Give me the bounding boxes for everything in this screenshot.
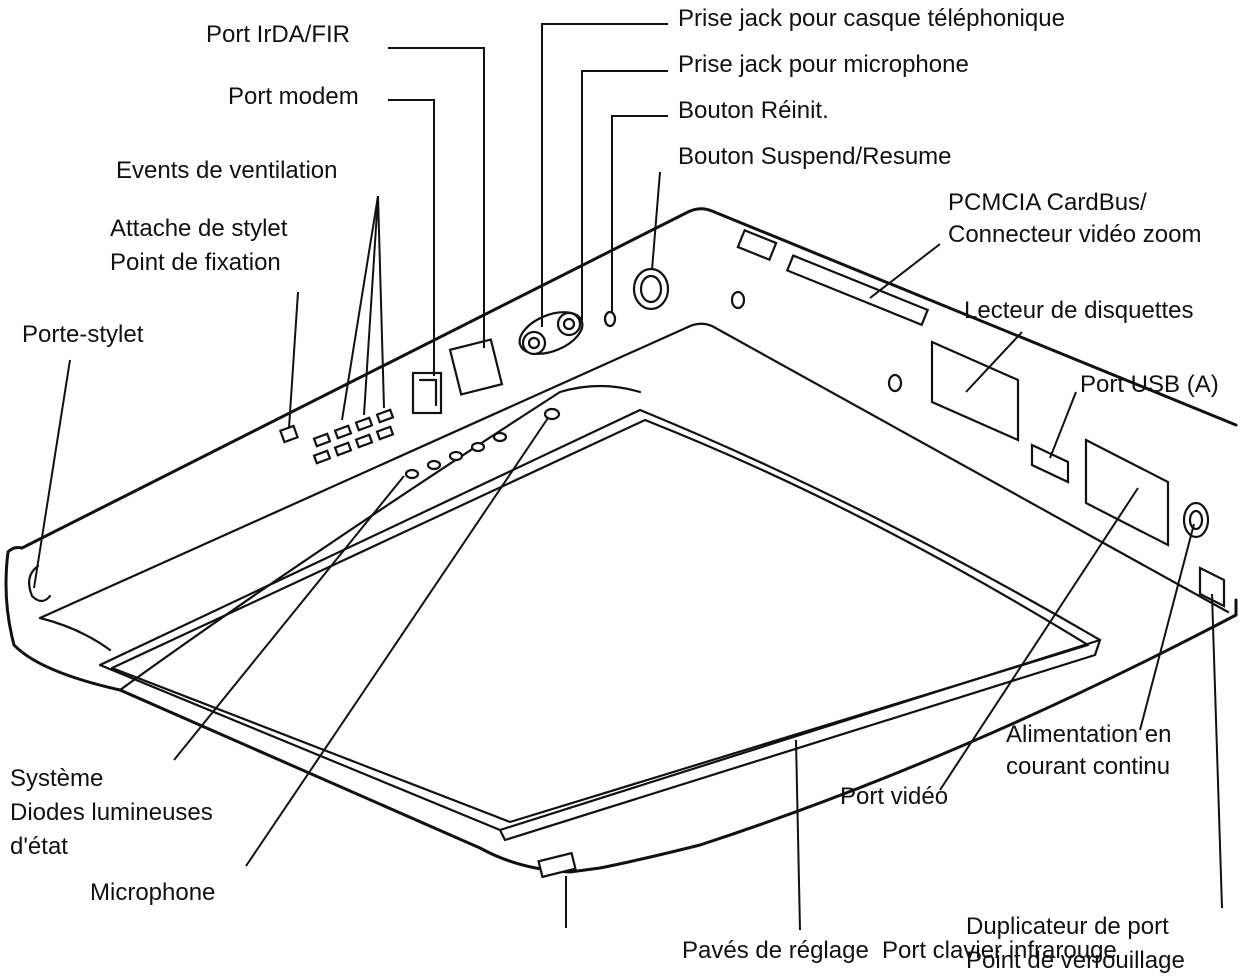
leader-lines [33, 23, 1223, 931]
bottom-panel-shadow [498, 638, 1102, 842]
label-adjustment-pads: Pavés de réglage [682, 937, 869, 964]
label-suspend-button: Bouton Suspend/Resume [678, 143, 952, 170]
labels: Port IrDA/FIR Port modem Events de venti… [10, 5, 1219, 974]
label-usb-port: Port USB (A) [1080, 371, 1219, 398]
label-leds-2: Diodes lumineuses [10, 799, 213, 826]
stylus-holder-notch [27, 564, 52, 603]
label-port-replicator-1: Duplicateur de port [966, 913, 1169, 940]
pcmcia-slot [785, 254, 930, 327]
label-port-replicator-2: Point de verrouillage [966, 947, 1185, 974]
usb-port [1030, 443, 1070, 484]
label-floppy-drive: Lecteur de disquettes [964, 297, 1194, 324]
device-bottom-contour [4, 550, 1238, 874]
microphone-hole [543, 407, 561, 421]
suspend-resume-button [632, 267, 670, 311]
device-front-inner-line [38, 616, 112, 652]
label-dc-power-2: courant continu [1006, 753, 1170, 780]
modem-port [411, 371, 443, 415]
port-replicator-lock [1198, 566, 1226, 608]
status-leds [404, 431, 508, 480]
side-screw-2 [887, 373, 903, 393]
label-microphone-jack: Prise jack pour microphone [678, 51, 969, 78]
front-edge-ridge [118, 384, 642, 692]
bottom-panel-inner [110, 418, 1090, 824]
label-pcmcia-1: PCMCIA CardBus/ [948, 189, 1147, 216]
label-ir-keyboard-port: Port clavier infrarouge [882, 937, 1117, 964]
label-vents: Events de ventilation [116, 157, 337, 184]
side-screw-1 [730, 290, 746, 310]
ventilation-vents [312, 408, 395, 465]
label-leds-1: Système [10, 765, 103, 792]
video-port [1084, 438, 1170, 547]
label-stylus-holder: Porte-stylet [22, 321, 144, 348]
tablet-drawing [4, 207, 1238, 879]
audio-jacks [518, 311, 584, 356]
label-pcmcia-2: Connecteur vidéo zoom [948, 221, 1201, 248]
stylus-attach-point [278, 424, 300, 444]
bottom-panel-outer [98, 408, 1102, 832]
floppy-drive [930, 340, 1020, 442]
label-stylus-attach-2: Point de fixation [110, 249, 281, 276]
device-top-edge [20, 207, 1238, 550]
dc-power-jack [1182, 501, 1210, 539]
label-leds-3: d'état [10, 833, 68, 860]
label-modem-port: Port modem [228, 83, 359, 110]
label-reset-button: Bouton Réinit. [678, 97, 829, 124]
device-left-corner [6, 546, 24, 554]
reset-button [603, 310, 617, 328]
label-stylus-attach-1: Attache de stylet [110, 215, 288, 242]
label-irda-port: Port IrDA/FIR [206, 21, 350, 48]
right-small-port [736, 228, 778, 262]
label-dc-power-1: Alimentation en [1006, 721, 1171, 748]
label-video-port: Port vidéo [840, 783, 948, 810]
label-microphone: Microphone [90, 879, 215, 906]
device-side-lower-edge [38, 322, 1230, 620]
label-headphone-jack: Prise jack pour casque téléphonique [678, 5, 1065, 32]
irda-port [448, 338, 504, 396]
ir-keyboard-port [537, 851, 577, 879]
